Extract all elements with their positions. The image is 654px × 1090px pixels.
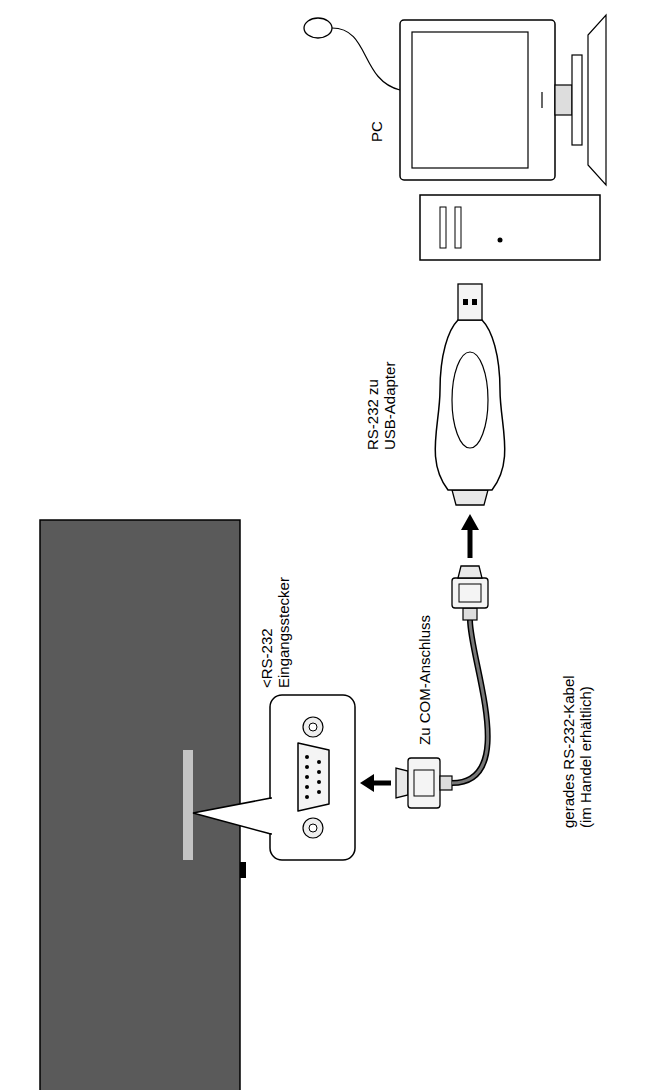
label-holder: Zu COM-Anschluss (416, 615, 433, 745)
adapter-socket (452, 490, 488, 505)
cable (452, 620, 488, 783)
mouse-cord (332, 28, 400, 90)
label-holder: gerades RS-232-Kabel (im Handel erhältli… (560, 653, 595, 828)
plug-shell (458, 566, 482, 578)
plug-detail (459, 584, 481, 602)
tv-foot (240, 862, 246, 878)
arrow-shaft (372, 781, 391, 786)
plug-shell (396, 768, 408, 798)
adapter-label: RS-232 zu USB-Adapter (364, 355, 399, 450)
screw-hole (309, 723, 317, 731)
tv-body (40, 520, 240, 1090)
cable-label: gerades RS-232-Kabel (im Handel erhältli… (560, 653, 595, 828)
usb-contact (463, 299, 468, 305)
db9-socket (298, 743, 329, 811)
pin (305, 755, 309, 759)
pc-label: PC (368, 121, 385, 142)
connector-label: <RS-232 Eingangsstecker (258, 563, 293, 688)
screw (303, 717, 323, 737)
port-label: Zu COM-Anschluss (416, 615, 433, 745)
pin (305, 785, 309, 789)
strain-relief (463, 608, 477, 620)
drive-slot (440, 207, 446, 248)
power-led (498, 238, 503, 243)
keyboard (588, 15, 606, 185)
monitor-button (541, 92, 542, 108)
label-holder: PC (368, 121, 385, 142)
screw-hole (309, 824, 317, 832)
monitor-stand (555, 85, 572, 115)
port-panel (183, 750, 193, 860)
pc-tower (420, 195, 600, 260)
pin (317, 790, 321, 794)
callout-bubble (270, 695, 355, 860)
monitor (400, 20, 555, 180)
pin (305, 765, 309, 769)
callout-join (270, 799, 273, 833)
pin (317, 780, 321, 784)
strain-relief (440, 776, 452, 790)
arrow-head (461, 514, 479, 530)
plug-detail (414, 770, 434, 796)
mouse (304, 18, 332, 38)
monitor-screen (412, 32, 528, 168)
drive-slot (455, 207, 461, 248)
usb-plug (458, 284, 482, 320)
label-holder: RS-232 zu USB-Adapter (364, 355, 399, 450)
pin (317, 770, 321, 774)
callout-tail (193, 798, 271, 834)
adapter-body (435, 320, 505, 490)
adapter-detail (452, 352, 488, 448)
plug-hood (408, 758, 440, 808)
pin (305, 775, 309, 779)
cable-core (452, 620, 488, 783)
pin (305, 795, 309, 799)
arrow-shaft (468, 528, 473, 558)
pin (317, 760, 321, 764)
arrow-head (360, 774, 374, 792)
usb-contact (472, 299, 477, 305)
monitor-base (572, 55, 582, 145)
label-holder: <RS-232 Eingangsstecker (258, 563, 293, 688)
plug-hood (452, 578, 488, 608)
screw (303, 818, 323, 838)
